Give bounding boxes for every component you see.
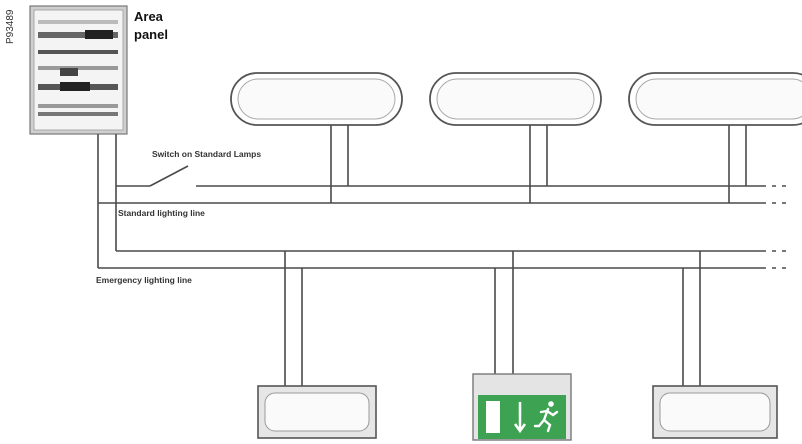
standard-lighting-line-label: Standard lighting line: [118, 208, 205, 218]
emergency-lamp-icon: [257, 385, 377, 439]
running-man-icon: [533, 401, 559, 433]
wiring: [97, 125, 790, 386]
ceiling-lamp-icon: [429, 72, 602, 126]
ceiling-lamp-icon: [230, 72, 403, 126]
switch-label: Switch on Standard Lamps: [152, 149, 261, 159]
area-panel: [29, 5, 128, 135]
figure-reference: P93489: [5, 9, 16, 44]
area-panel-subtitle: panel: [134, 27, 168, 42]
ceiling-lamp-icon: [628, 72, 802, 126]
emergency-lamp-icon: [652, 385, 778, 439]
area-panel-title: Area: [134, 9, 164, 24]
breaker-rows: [38, 20, 118, 116]
switch-contact: [149, 165, 189, 187]
emergency-lighting-line-label: Emergency lighting line: [96, 275, 192, 285]
down-arrow-icon: [513, 402, 527, 434]
exit-sign-icon: [472, 373, 572, 441]
